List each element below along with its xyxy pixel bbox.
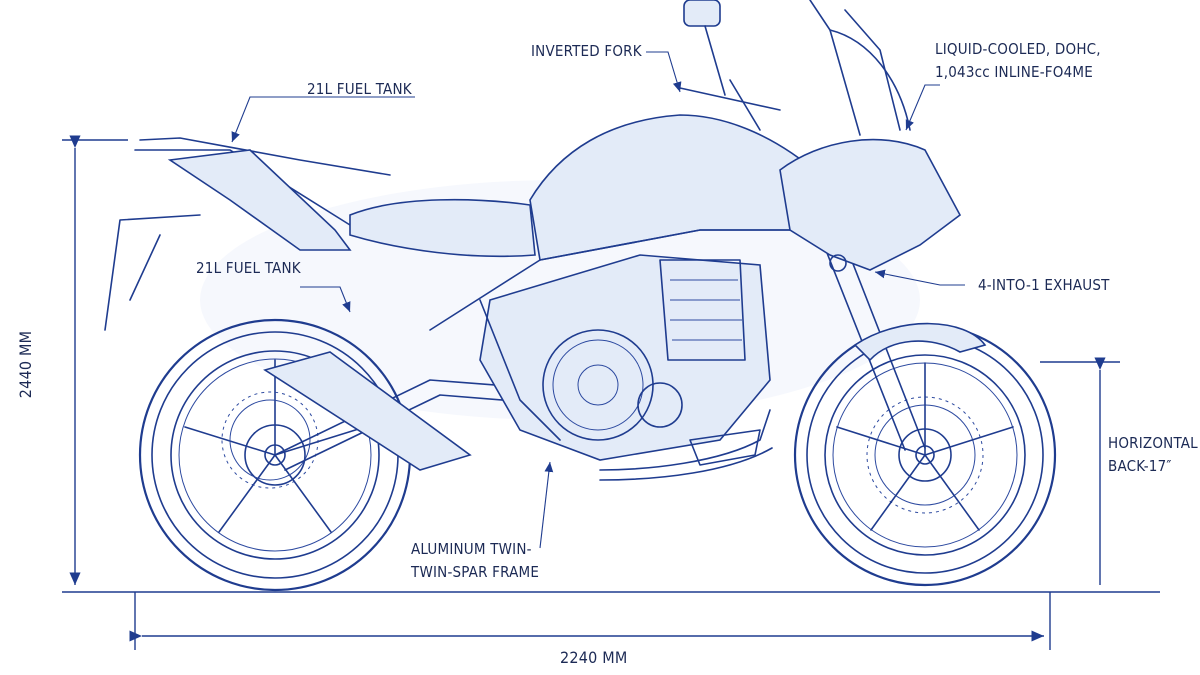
dimension-lines xyxy=(62,135,1160,650)
callout-wheel-line2: BACK-17″ xyxy=(1108,457,1172,475)
callout-wheel-line1: HORIZONTAL xyxy=(1108,434,1198,452)
callout-fuel-tank-top: 21L FUEL TANK xyxy=(307,80,412,98)
callout-exhaust: 4-INTO-1 EXHAUST xyxy=(978,276,1110,294)
dimension-height-label: 2440 MM xyxy=(16,330,36,399)
leader-lines xyxy=(231,51,965,549)
callout-frame-line2: TWIN-SPAR FRAME xyxy=(411,563,540,581)
callout-fuel-tank-mid: 21L FUEL TANK xyxy=(196,259,301,277)
callout-engine-line2: 1,043cc INLINE-FO4ME xyxy=(935,63,1093,81)
engine xyxy=(479,254,771,466)
bodywork xyxy=(104,0,962,441)
dimension-length-label: 2240 MM xyxy=(560,648,628,667)
callout-frame-line1: ALUMINUM TWIN- xyxy=(411,540,532,558)
callout-engine-line1: LIQUID-COOLED, DOHC, xyxy=(935,40,1101,58)
callout-inverted-fork: INVERTED FORK xyxy=(531,42,642,60)
